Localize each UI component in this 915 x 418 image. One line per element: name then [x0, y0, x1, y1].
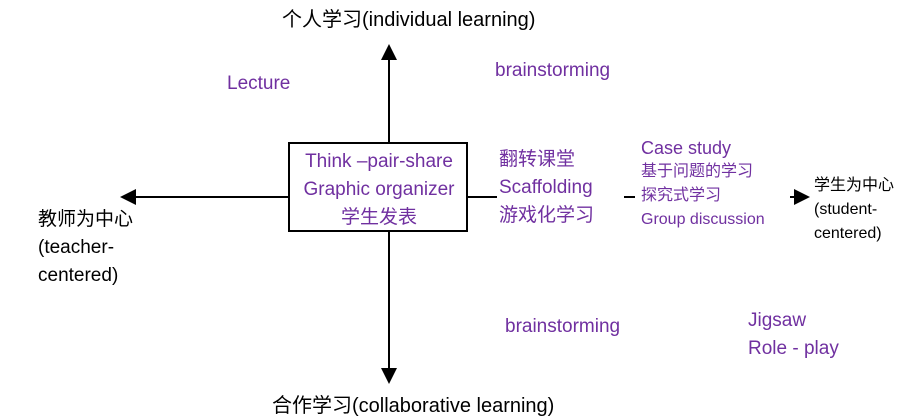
label-line: 学生为中心 — [814, 177, 895, 194]
method-item: Case study — [641, 138, 732, 158]
brainstorming-top-label: brainstorming — [495, 60, 611, 81]
column-3: Case study 基于问题的学习 探究式学习 Group discussio… — [641, 136, 765, 232]
column-2: 翻转课堂 Scaffolding 游戏化学习 — [499, 146, 594, 230]
label-line: (teacher- — [38, 237, 115, 258]
box-item: Think –pair-share — [305, 151, 453, 172]
box-item: 学生发表 — [340, 207, 417, 228]
center-box-text: Think –pair-share Graphic organizer 学生发表 — [296, 148, 462, 232]
label-line: (student- — [814, 201, 878, 218]
label-line: 教师为中心 — [38, 209, 134, 230]
method-item: Group discussion — [641, 211, 765, 228]
role-play-label: Role - play — [748, 338, 839, 359]
method-item: 探究式学习 — [641, 187, 722, 204]
center-box — [288, 142, 468, 232]
method-item: Scaffolding — [499, 177, 593, 198]
label-line: centered) — [38, 265, 119, 286]
method-item: 翻转课堂 — [499, 149, 576, 170]
lecture-label: Lecture — [227, 73, 291, 94]
method-item: 游戏化学习 — [499, 205, 595, 226]
axis-label-top: 个人学习(individual learning) — [282, 9, 536, 31]
method-item: 基于问题的学习 — [641, 163, 754, 180]
axis-label-left: 教师为中心 (teacher- centered) — [38, 206, 133, 290]
axis-label-bottom: 合作学习(collaborative learning) — [272, 395, 555, 417]
box-item: Graphic organizer — [303, 179, 455, 200]
label-line: centered) — [814, 225, 882, 242]
axis-label-right: 学生为中心 (student- centered) — [814, 174, 894, 246]
jigsaw-label: Jigsaw — [748, 310, 807, 331]
brainstorming-bottom-label: brainstorming — [505, 316, 621, 337]
